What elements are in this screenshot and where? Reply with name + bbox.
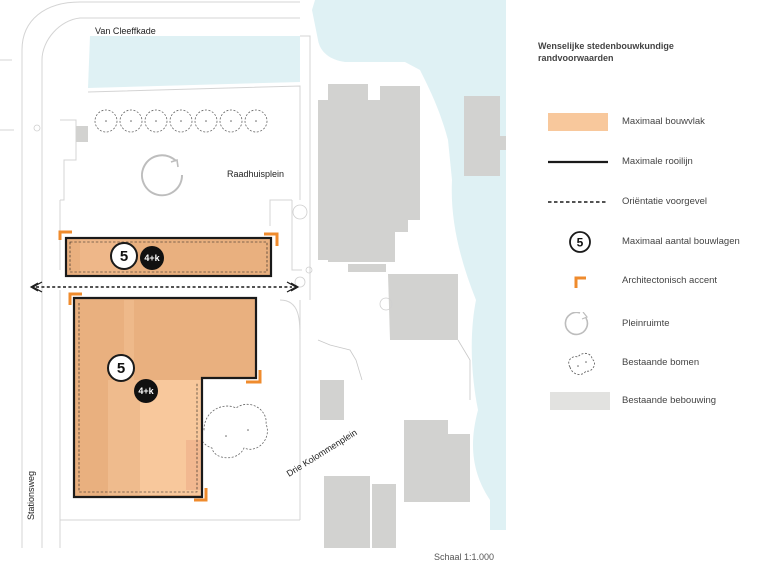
street-outlines bbox=[0, 1, 311, 548]
floors-badge-south: 5 bbox=[107, 354, 135, 382]
legend-floor-sample: 5 bbox=[577, 236, 584, 250]
existing-buildings bbox=[318, 84, 506, 548]
legend-item-building-line: Maximale rooilijn bbox=[538, 150, 764, 174]
legend-item-facade-orientation: Oriëntatie voorgevel bbox=[538, 190, 764, 214]
legend-label: Maximale rooilijn bbox=[622, 156, 693, 167]
quay-edges bbox=[317, 339, 471, 400]
floors-badge-north: 5 bbox=[110, 242, 138, 270]
legend-item-plaza-space: Pleinruimte bbox=[538, 312, 764, 336]
top-floor-badge-south: 4+k bbox=[134, 379, 158, 403]
kiosk-building bbox=[76, 126, 88, 142]
floors-north-label: 5 bbox=[120, 248, 128, 265]
numbered-circle-icon: 5 bbox=[569, 231, 591, 253]
map-legend: Wenselijke stedenbouwkundige randvoorwaa… bbox=[538, 40, 764, 410]
legend-label: Architectonisch accent bbox=[622, 275, 718, 286]
orange-corner-icon bbox=[574, 276, 586, 288]
architectural-accents bbox=[58, 230, 279, 502]
legend-label: Pleinruimte bbox=[622, 318, 670, 329]
top-floor-badge-north: 4+k bbox=[140, 246, 164, 270]
orange-swatch-icon bbox=[548, 113, 608, 131]
legend-item-existing-buildings: Bestaande bebouwing bbox=[538, 389, 764, 413]
legend-item-existing-trees: Bestaande bomen bbox=[538, 351, 764, 375]
dashed-line-icon bbox=[548, 201, 608, 203]
tree-outline-icon bbox=[568, 352, 595, 375]
plaza-arrow-icon bbox=[141, 154, 184, 197]
floors-south-label: 5 bbox=[117, 360, 125, 377]
existing-trees bbox=[94, 109, 268, 459]
legend-label: Bestaande bomen bbox=[622, 357, 700, 368]
street-label-stationsweg: Stationsweg bbox=[26, 471, 36, 520]
grey-swatch-icon bbox=[550, 392, 610, 410]
legend-label: Maximaal bouwvlak bbox=[622, 116, 705, 127]
solid-line-icon bbox=[548, 160, 608, 164]
circular-arrow-icon bbox=[564, 312, 589, 336]
legend-label: Bestaande bebouwing bbox=[622, 395, 717, 406]
map-scale: Schaal 1:1.000 bbox=[434, 552, 495, 562]
legend-title: Wenselijke stedenbouwkundige randvoorwaa… bbox=[538, 41, 674, 63]
orientation-arrow bbox=[29, 281, 300, 293]
site-plan-map: 5 4+k 5 4+k Van Cleeffkade Raadhuisplein… bbox=[0, 0, 506, 548]
build-block-south bbox=[72, 296, 258, 499]
tree-center-dots bbox=[105, 120, 257, 437]
legend-label: Oriëntatie voorgevel bbox=[622, 196, 708, 207]
legend-item-build-area: Maximaal bouwvlak bbox=[538, 110, 764, 134]
legend-item-architectural-accent: Architectonisch accent bbox=[538, 269, 764, 293]
canal-water bbox=[88, 0, 506, 530]
legend-item-max-floors: 5 Maximaal aantal bouwlagen bbox=[538, 230, 764, 254]
build-block-north bbox=[64, 236, 273, 278]
legend-label: Maximaal aantal bouwlagen bbox=[622, 236, 740, 247]
top-floor-south-label: 4+k bbox=[138, 386, 154, 396]
street-label-raadhuisplein: Raadhuisplein bbox=[227, 169, 284, 179]
top-floor-north-label: 4+k bbox=[144, 253, 160, 263]
street-label-van-cleeffkade: Van Cleeffkade bbox=[95, 26, 156, 36]
street-furniture bbox=[33, 124, 393, 311]
